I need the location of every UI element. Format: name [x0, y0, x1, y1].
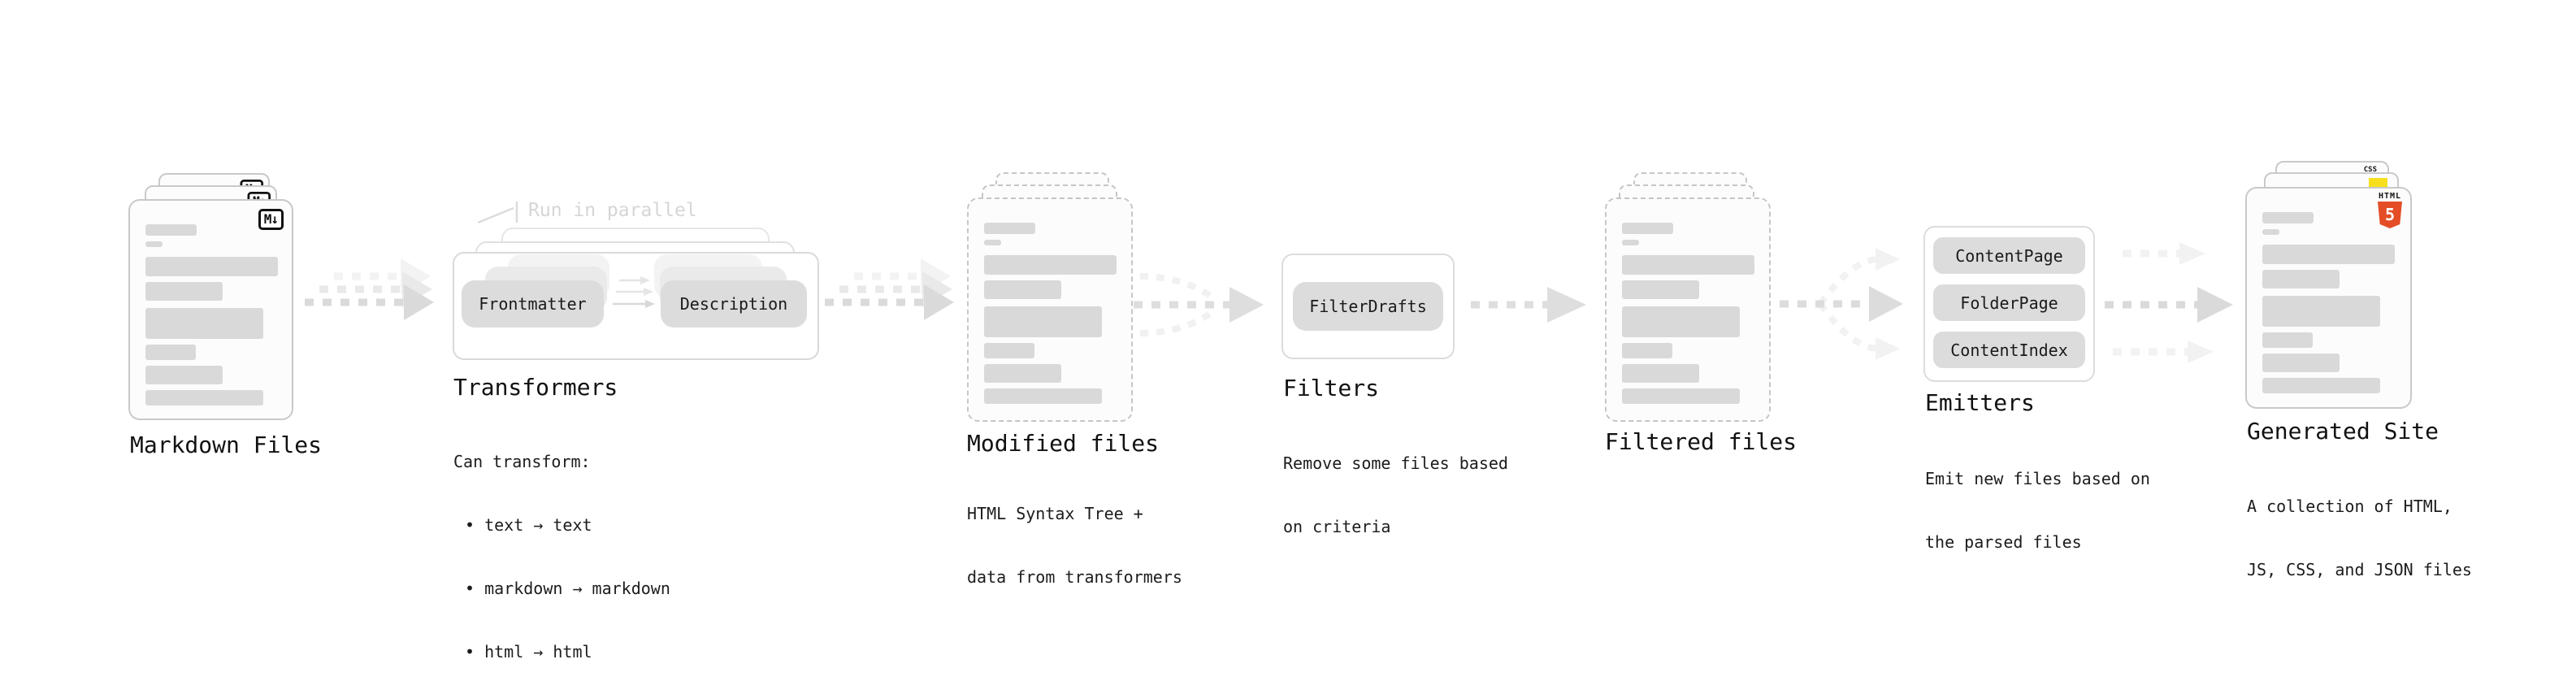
text-line-bar: [145, 241, 163, 247]
filters-description: Remove some files based on criteria: [1283, 410, 1508, 579]
markdown-files-label: Markdown Files: [130, 432, 323, 458]
text-line-bar: [984, 255, 1117, 275]
emitters-description-line: the parsed files: [1925, 532, 2082, 552]
flow-arrows-emitters-to-generated: [2105, 242, 2233, 363]
contentpage-emitter-chip: ContentPage: [1933, 237, 2085, 274]
text-line-bar: [2262, 296, 2380, 327]
modified-files-label: Modified files: [967, 430, 1160, 457]
transformers-description: Can transform: • text → text • markdown …: [453, 409, 670, 681]
modified-description-line: data from transformers: [967, 567, 1182, 587]
text-line-bar: [2262, 245, 2395, 264]
flow-arrow-filtered-to-emitters-fanout: [1780, 248, 1903, 360]
filters-label: Filters: [1283, 375, 1380, 401]
text-line-bar: [145, 390, 263, 406]
text-line-bar: [984, 223, 1035, 234]
filtered-doc-front: [1605, 197, 1771, 422]
flow-arrow-filters-to-filtered: [1471, 287, 1586, 323]
text-line-bar: [145, 366, 223, 384]
markdown-icon: M↓: [258, 209, 284, 230]
javascript-icon: [2369, 178, 2387, 189]
transformers-label: Transformers: [453, 374, 618, 401]
generated-site-description: A collection of HTML, JS, CSS, and JSON …: [2247, 453, 2472, 622]
text-line-bar: [145, 257, 278, 276]
markdown-doc-front: M↓: [128, 199, 293, 420]
text-line-bar: [1622, 255, 1754, 275]
text-line-bar: [1622, 280, 1699, 299]
text-line-bar: [984, 343, 1034, 358]
text-line-bar: [1622, 388, 1740, 404]
run-in-parallel-annotation: Run in parallel: [528, 200, 697, 221]
generated-site-label: Generated Site: [2247, 418, 2439, 445]
text-line-bar: [145, 308, 263, 339]
generated-doc-html: HTML 5: [2245, 187, 2412, 409]
text-line-bar: [145, 224, 197, 236]
text-line-bar: [2262, 270, 2340, 288]
transformers-description-line: • text → text: [465, 515, 592, 535]
html5-icon-shield: 5: [2378, 202, 2402, 228]
text-line-bar: [2262, 212, 2314, 223]
generated-description-line: JS, CSS, and JSON files: [2247, 560, 2472, 579]
modified-description-line: HTML Syntax Tree +: [967, 504, 1143, 523]
annotation-callout-line: [478, 202, 518, 224]
filters-description-line: on criteria: [1283, 517, 1391, 536]
folderpage-emitter-chip: FolderPage: [1933, 284, 2085, 321]
text-line-bar: [984, 388, 1102, 404]
text-line-bar: [1622, 364, 1699, 383]
transformer-sequence-arrows: [613, 276, 655, 308]
text-line-bar: [984, 306, 1102, 337]
text-line-bar: [1622, 306, 1740, 337]
filtered-files-label: Filtered files: [1605, 428, 1798, 455]
flow-arrow-markdown-to-transformers: [305, 258, 434, 320]
flow-arrow-transformers-to-modified: [825, 258, 954, 320]
text-line-bar: [145, 282, 223, 301]
text-line-bar: [984, 240, 1001, 245]
emitters-description-line: Emit new files based on: [1925, 469, 2150, 488]
transformers-description-line: • html → html: [465, 642, 592, 661]
doc-content-bars: [2247, 212, 2410, 393]
text-line-bar: [2262, 378, 2380, 393]
text-line-bar: [984, 364, 1061, 383]
flow-arrow-modified-to-filters-merge: [1134, 273, 1264, 336]
html5-icon-word: HTML: [2378, 192, 2402, 201]
doc-content-bars: [1607, 223, 1769, 404]
text-line-bar: [1622, 240, 1639, 245]
generated-description-line: A collection of HTML,: [2247, 497, 2452, 516]
text-line-bar: [1622, 343, 1672, 358]
emitters-description: Emit new files based on the parsed files: [1925, 426, 2150, 595]
doc-content-bars: [130, 224, 292, 406]
filters-description-line: Remove some files based: [1283, 453, 1508, 473]
transformers-description-line: Can transform:: [453, 452, 591, 471]
html5-icon: HTML 5: [2376, 192, 2404, 228]
text-line-bar: [2262, 332, 2313, 348]
text-line-bar: [145, 345, 196, 360]
doc-content-bars: [969, 223, 1131, 404]
filterdrafts-chip: FilterDrafts: [1293, 282, 1443, 331]
contentindex-emitter-chip: ContentIndex: [1933, 332, 2085, 368]
emitters-label: Emitters: [1925, 389, 2035, 416]
text-line-bar: [2262, 354, 2340, 372]
frontmatter-transformer-chip: Frontmatter: [462, 280, 604, 327]
text-line-bar: [984, 280, 1061, 299]
transformers-description-line: • markdown → markdown: [465, 579, 670, 598]
description-transformer-chip: Description: [661, 280, 807, 327]
text-line-bar: [1622, 223, 1673, 234]
modified-files-description: HTML Syntax Tree + data from transformer…: [967, 461, 1182, 630]
modified-doc-front: [967, 197, 1133, 422]
text-line-bar: [2262, 229, 2279, 235]
